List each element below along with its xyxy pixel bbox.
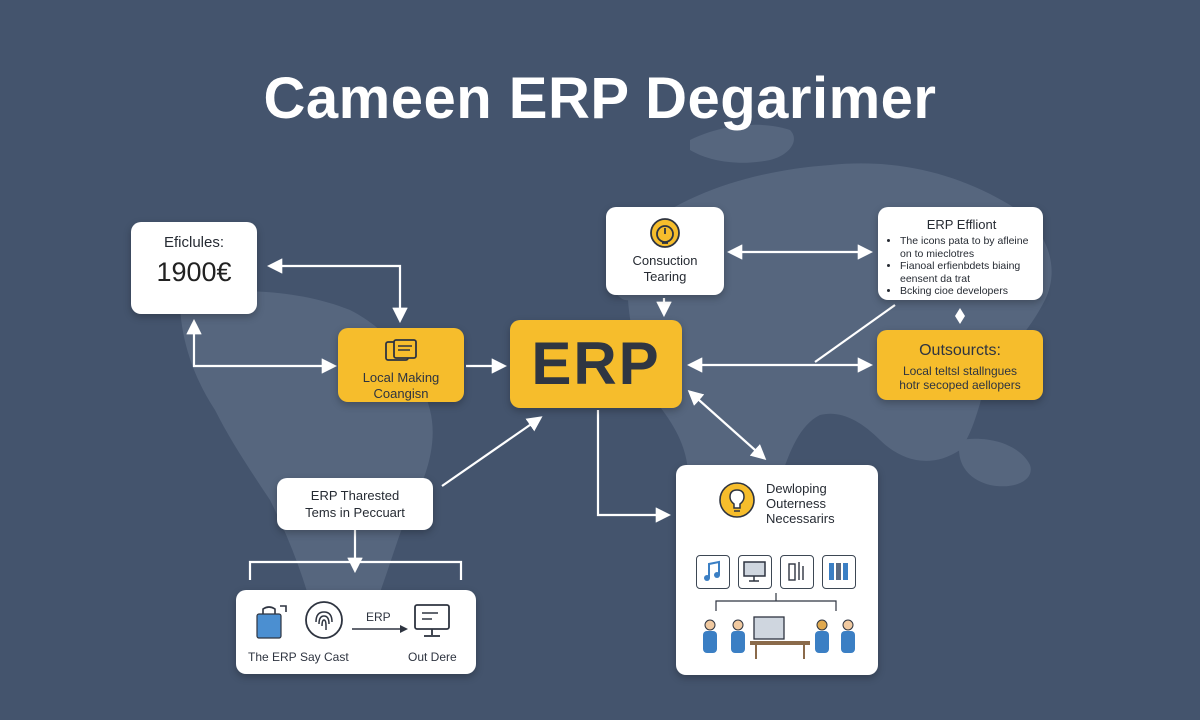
bag-icon bbox=[256, 605, 287, 639]
music-note-icon bbox=[696, 555, 730, 589]
stopwatch-icon bbox=[650, 218, 680, 248]
consultation-line1: Consuction bbox=[632, 253, 698, 268]
erp-efficient-title: ERP Effliont bbox=[926, 217, 997, 232]
local-making-line2: Coangisn bbox=[373, 386, 429, 401]
erp-hub-node: ERP bbox=[510, 320, 682, 408]
outsourcing-line2: hotr secoped aellopers bbox=[899, 378, 1021, 392]
process-step2: Say Cast bbox=[300, 650, 349, 664]
process-arrow-label: ERP bbox=[366, 610, 391, 624]
efficiency-label: Eficlules: bbox=[163, 234, 225, 251]
list-item: Bcking cioe developers bbox=[900, 285, 1035, 298]
erp-efficient-list: The icons pata to by afleine on to miecl… bbox=[888, 235, 1035, 298]
process-arrow bbox=[352, 625, 408, 633]
local-making-node: Local Making Coangisn bbox=[338, 328, 464, 402]
books-icon bbox=[822, 555, 856, 589]
list-item: Fianoal erfienbdets biaing eensent da tr… bbox=[900, 260, 1035, 285]
threats-line1: ERP Tharested bbox=[310, 488, 400, 503]
developing-line1: Dewloping bbox=[766, 481, 827, 496]
computer-icon bbox=[738, 555, 772, 589]
process-step3: Out Dere bbox=[408, 650, 457, 664]
efficiency-card: Eficlules: 1900€ bbox=[131, 222, 257, 314]
developing-line3: Necessarirs bbox=[766, 511, 835, 526]
outsourcing-line1: Local teltsl stallngues bbox=[902, 364, 1018, 378]
consultation-card: Consuction Tearing bbox=[606, 207, 724, 295]
monitor-icon bbox=[414, 604, 450, 637]
threats-card: ERP Tharested Tems in Peccuart bbox=[277, 478, 433, 530]
page-title: Cameen ERP Degarimer bbox=[263, 65, 937, 131]
developing-card: Dewloping Outerness Necessarirs bbox=[676, 465, 878, 675]
erp-label: ERP bbox=[531, 330, 661, 397]
erp-efficient-card: ERP Effliont The icons pata to by aflein… bbox=[878, 207, 1043, 300]
tools-icon bbox=[780, 555, 814, 589]
team-connector bbox=[715, 593, 837, 611]
lightbulb-icon bbox=[719, 482, 755, 518]
developing-line2: Outerness bbox=[766, 496, 826, 511]
fingerprint-icon bbox=[305, 601, 343, 639]
outsourcing-node: Outsourcts: Local teltsl stallngues hotr… bbox=[877, 330, 1043, 400]
local-making-line1: Local Making bbox=[362, 370, 440, 385]
outsourcing-title: Outsourcts: bbox=[919, 342, 1001, 359]
team-illustration bbox=[703, 616, 855, 659]
consultation-line2: Tearing bbox=[643, 269, 687, 284]
process-step1: The ERP bbox=[248, 650, 297, 664]
list-item: The icons pata to by afleine on to miecl… bbox=[900, 235, 1035, 260]
threats-line2: Tems in Peccuart bbox=[305, 505, 405, 520]
document-icon bbox=[385, 339, 417, 361]
process-card: ERP The ERP Say Cast Out Dere bbox=[236, 590, 476, 674]
efficiency-value: 1900€ bbox=[156, 257, 232, 287]
